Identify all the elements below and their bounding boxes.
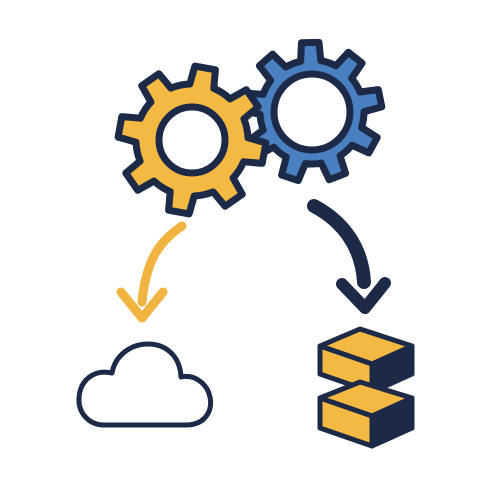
arrow-to-storage-shaft <box>307 199 371 289</box>
gear-left-hole <box>155 103 229 177</box>
arrow-to-storage-head <box>336 277 391 314</box>
cloud-outline <box>76 341 214 428</box>
block-side-face <box>369 343 415 395</box>
arrow-to-storage <box>307 199 391 314</box>
storage-blocks-icon <box>317 326 415 449</box>
cloud-icon <box>76 341 214 428</box>
arrow-to-cloud-head <box>116 287 168 323</box>
arrow-to-cloud <box>116 221 187 323</box>
gear-right-hole <box>270 70 354 154</box>
block-bottom-side-face <box>369 395 415 449</box>
gear-left-icon <box>114 62 270 218</box>
gear-right-icon <box>238 38 386 185</box>
arrow-to-cloud-shaft <box>137 221 187 307</box>
